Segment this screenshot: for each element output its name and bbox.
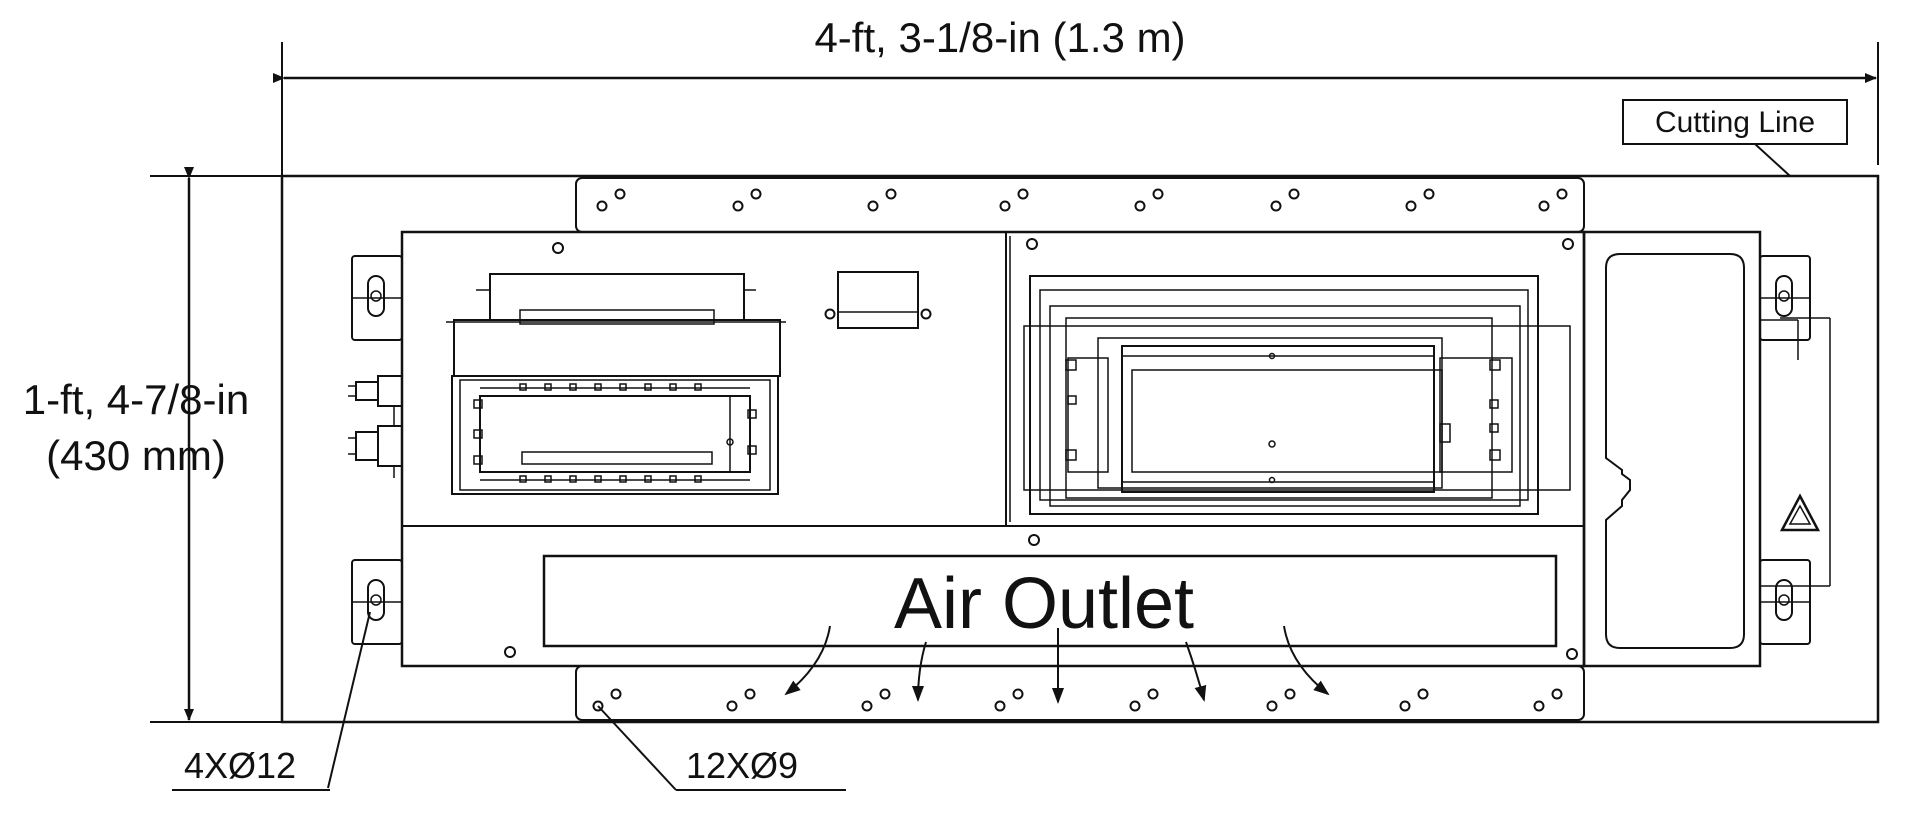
pipe-connections <box>348 375 403 478</box>
flange-hole-label: 12XØ9 <box>686 745 798 786</box>
cutting-line-callout: Cutting Line <box>1622 99 1848 177</box>
outer-panel <box>280 174 1880 724</box>
hanger-bracket-right-bottom <box>1759 559 1811 645</box>
height-label-line2: (430 mm) <box>46 432 226 479</box>
air-outlet: Air Outlet <box>542 554 1558 648</box>
height-dimension: 1-ft, 4-7/8-in (430 mm) <box>23 167 282 723</box>
height-label-line1: 1-ft, 4-7/8-in <box>23 376 249 423</box>
bottom-flange <box>575 665 1585 721</box>
bottom-flange-holes <box>592 688 1563 712</box>
control-box <box>824 271 932 329</box>
right-blower <box>1023 275 1571 515</box>
left-blower <box>446 273 786 495</box>
warning-triangle-icon <box>1779 493 1821 532</box>
cutting-line-label: Cutting Line <box>1655 106 1815 139</box>
air-outlet-label: Air Outlet <box>894 564 1194 644</box>
hanger-bracket-left-top <box>351 255 403 341</box>
hanger-hole-callout: 4XØ12 <box>172 611 371 791</box>
hanger-bracket-left-bottom <box>351 559 403 645</box>
width-label: 4-ft, 3-1/8-in (1.3 m) <box>814 14 1185 61</box>
top-flange-holes <box>596 188 1568 212</box>
hanger-hole-label: 4XØ12 <box>184 745 296 786</box>
top-flange <box>575 177 1585 233</box>
flange-hole-callout: 12XØ9 <box>597 705 846 791</box>
airflow-arrows <box>784 625 1330 704</box>
width-dimension: 4-ft, 3-1/8-in (1.3 m) <box>273 14 1879 176</box>
electrical-box <box>1582 230 1831 668</box>
hanger-bracket-right-top <box>1759 255 1811 341</box>
